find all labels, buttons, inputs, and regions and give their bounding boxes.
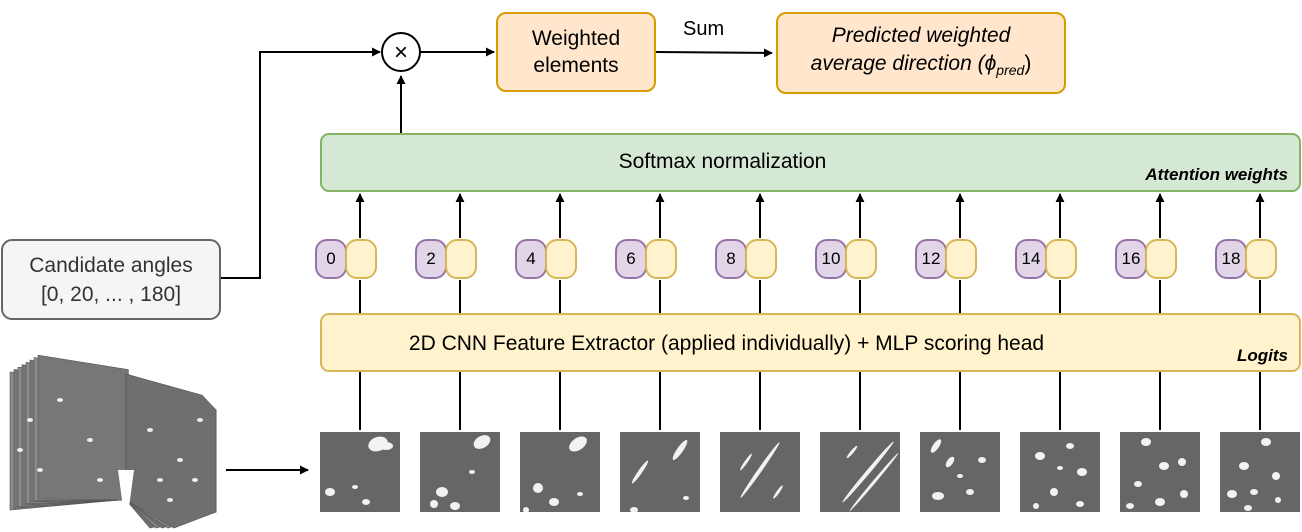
projection-tile xyxy=(1120,432,1200,512)
projection-tile xyxy=(420,432,500,512)
projection-tile xyxy=(920,432,1000,512)
candidate-angles-line1: Candidate angles xyxy=(29,253,193,277)
phi-symbol: ϕ xyxy=(984,51,997,75)
predicted-line2: average direction (ϕpred) xyxy=(811,50,1032,84)
logit-pill xyxy=(345,239,377,279)
projection-tile xyxy=(320,432,400,512)
predicted-direction-box: Predicted weighted average direction (ϕp… xyxy=(776,12,1066,94)
predicted-close-paren: ) xyxy=(1024,51,1032,75)
sum-arrow xyxy=(655,48,773,58)
index-badge: 18 xyxy=(1215,239,1247,279)
projection-tile xyxy=(1020,432,1100,512)
logit-pill xyxy=(1145,239,1177,279)
projection-tile xyxy=(520,432,600,512)
projection-tile xyxy=(820,432,900,512)
image-stack xyxy=(9,354,217,530)
candidate-to-multiply-arrow xyxy=(221,47,381,279)
projection-tile xyxy=(620,432,700,512)
cnn-label: 2D CNN Feature Extractor (applied indivi… xyxy=(408,332,1045,355)
logit-pill xyxy=(645,239,677,279)
projection-tile xyxy=(720,432,800,512)
index-badge: 6 xyxy=(615,239,647,279)
candidate-angles-box: Candidate angles [0, 20, ... , 180] xyxy=(1,239,221,320)
logits-tag: Logits xyxy=(1237,346,1288,365)
logit-pill xyxy=(445,239,477,279)
multiply-symbol: × xyxy=(394,39,408,66)
logit-pill xyxy=(1045,239,1077,279)
sum-label: Sum xyxy=(683,18,725,40)
softmax-box: Softmax normalization xyxy=(320,133,1301,192)
index-badge: 16 xyxy=(1115,239,1147,279)
multiply-node xyxy=(381,32,421,72)
index-badge: 2 xyxy=(415,239,447,279)
index-badge: 14 xyxy=(1015,239,1047,279)
cnn-box: 2D CNN Feature Extractor (applied indivi… xyxy=(320,313,1301,372)
index-badge: 12 xyxy=(915,239,947,279)
logit-pill xyxy=(1245,239,1277,279)
weighted-elements-line2: elements xyxy=(533,54,619,77)
predicted-line1: Predicted weighted xyxy=(831,23,1011,47)
logit-pill xyxy=(745,239,777,279)
softmax-label: Softmax normalization xyxy=(618,150,827,173)
projection-tile xyxy=(1220,432,1300,512)
predicted-line2-text: average direction ( xyxy=(810,51,985,75)
logit-pill xyxy=(545,239,577,279)
index-badge: 10 xyxy=(815,239,847,279)
candidate-angles-line2: [0, 20, ... , 180] xyxy=(40,282,182,306)
logit-pill xyxy=(945,239,977,279)
weighted-elements-box: Weighted elements xyxy=(496,12,656,92)
attention-weights-tag: Attention weights xyxy=(1145,165,1288,184)
logit-pill xyxy=(845,239,877,279)
phi-subscript: pred xyxy=(996,62,1025,79)
weighted-elements-line1: Weighted xyxy=(531,27,621,50)
index-badge: 8 xyxy=(715,239,747,279)
index-badge: 4 xyxy=(515,239,547,279)
index-badge: 0 xyxy=(315,239,347,279)
